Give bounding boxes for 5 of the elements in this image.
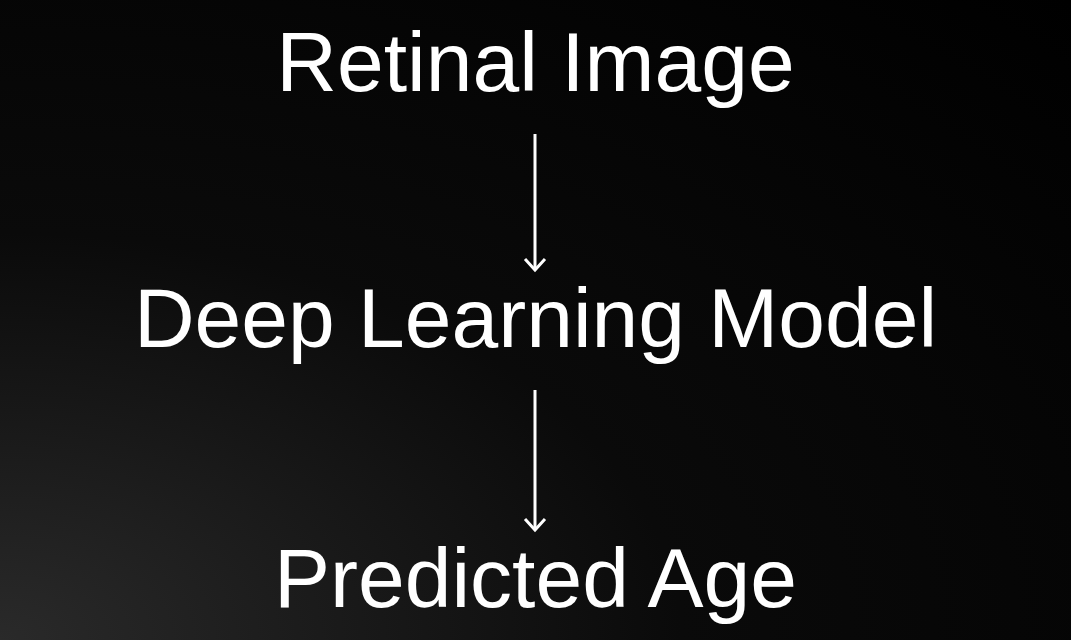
flow-step-text: Predicted Age (274, 528, 797, 628)
flow-step-text: Retinal Image (276, 12, 795, 112)
flow-step-text: Deep Learning Model (133, 268, 938, 368)
arrow (523, 390, 547, 532)
arrow (523, 134, 547, 272)
